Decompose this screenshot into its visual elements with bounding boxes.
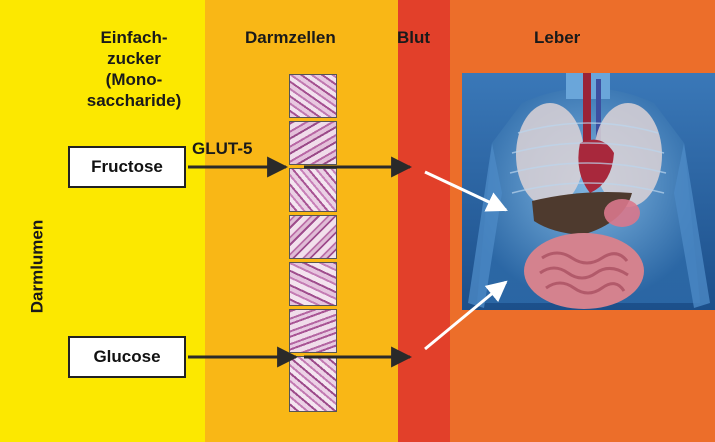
- fructose-liver-arrow: [425, 172, 506, 210]
- glucose-liver-arrow: [425, 282, 506, 349]
